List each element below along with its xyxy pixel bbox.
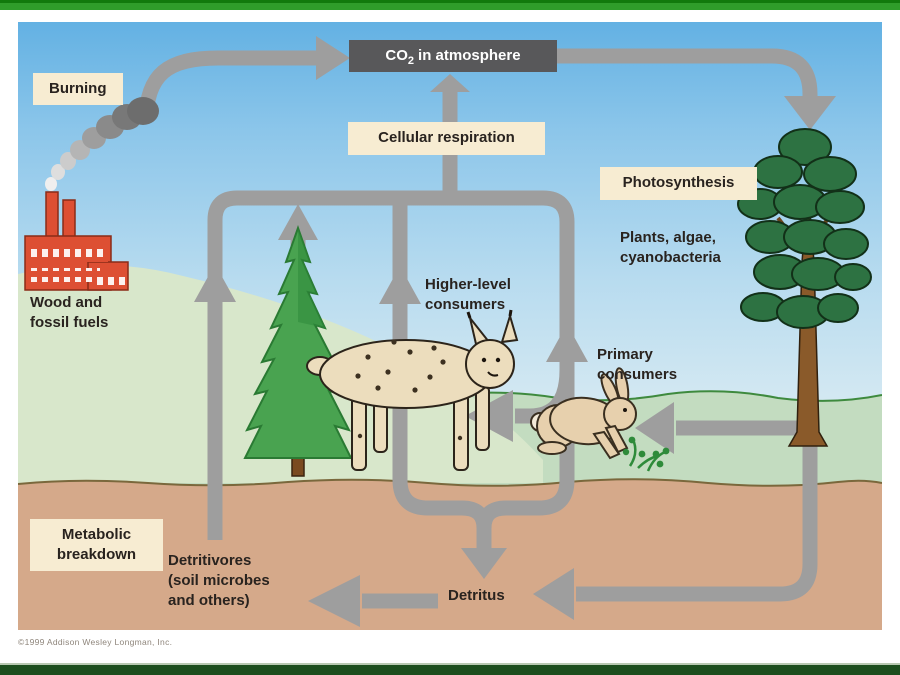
arrowhead-detritivores-up-icon (194, 264, 236, 302)
photosynthesis-label: Photosynthesis (600, 167, 757, 200)
arrowhead-rabbit-respiration-up-icon (546, 324, 588, 362)
slide-top-border (0, 0, 900, 10)
arrowhead-co2-up-icon (430, 74, 470, 92)
metabolic-line2: breakdown (56, 546, 137, 563)
co2-subscript: 2 (407, 55, 415, 67)
metabolic-breakdown-label: Metabolic breakdown (30, 519, 163, 571)
primary-consumers-label: Primary consumers (597, 345, 677, 385)
primary-line2: consumers (597, 366, 678, 383)
arrowhead-burning-right-icon (316, 36, 350, 80)
carbon-flow-arrows (138, 36, 836, 627)
line-lynx-column-to-detritus (392, 205, 492, 550)
plant-sprigs-icon (622, 436, 670, 472)
burning-label: Burning (33, 73, 123, 105)
primary-line1: Primary (597, 346, 653, 363)
higher-line1: Higher-level (425, 276, 511, 293)
higher-level-consumers-label: Higher-level consumers (425, 275, 511, 315)
lynx-icon (306, 309, 519, 471)
cellular-respiration-label: Cellular respiration (348, 122, 545, 155)
arrowhead-detritus-down-icon (461, 548, 507, 579)
co2-text: CO (385, 47, 408, 64)
arrow-tree-to-detritus (576, 422, 818, 602)
arrowhead-pine-up-icon (278, 204, 318, 240)
slide-bottom-border (0, 663, 900, 675)
arrowhead-lynx-respiration-up-icon (379, 266, 421, 304)
pine-tree-icon (243, 224, 353, 477)
rabbit-icon (530, 367, 637, 460)
detritivores-line3: and others) (168, 592, 250, 609)
soil-edge-line (18, 478, 882, 487)
tall-tree-icon (737, 128, 872, 447)
line-collector-left-and-detritivores-up (207, 190, 450, 540)
copyright-text: ©1999 Addison Wesley Longman, Inc. (18, 637, 173, 647)
arrow-burning-to-co2 (138, 50, 316, 123)
wood-fossil-fuels-label: Wood and fossil fuels (30, 293, 108, 333)
arrowhead-to-detritivores-left-icon (308, 575, 360, 627)
plants-line2: cyanobacteria (620, 249, 721, 266)
detritus-label: Detritus (448, 587, 505, 604)
arrowhead-to-detritus-left-icon (533, 568, 574, 620)
detritivores-label: Detritivores (soil microbes and others) (168, 551, 270, 611)
wood-line1: Wood and (30, 294, 103, 311)
higher-line2: consumers (425, 296, 506, 313)
detritivores-line2: (soil microbes (168, 572, 270, 589)
detritivores-line1: Detritivores (168, 552, 252, 569)
smoke-puffs-icon (45, 97, 159, 191)
plants-algae-label: Plants, algae, cyanobacteria (620, 228, 721, 268)
metabolic-line1: Metabolic (61, 526, 132, 543)
arrowhead-photosynthesis-down-icon (784, 96, 836, 130)
arrow-co2-to-photosynthesis (557, 48, 818, 102)
plants-line1: Plants, algae, (620, 229, 716, 246)
wood-line2: fossil fuels (30, 314, 109, 331)
co2-suffix-text: in atmosphere (418, 47, 521, 64)
arrowhead-to-rabbit-left-icon (635, 402, 674, 454)
line-collector-right-and-rabbit-column (450, 190, 575, 550)
factory-icon (24, 191, 129, 291)
diagram-scene (18, 36, 882, 630)
